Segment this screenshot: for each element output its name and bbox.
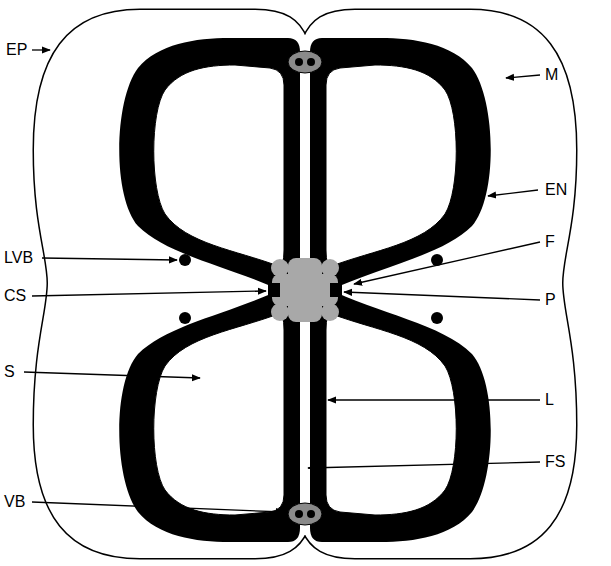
lobe <box>310 287 491 542</box>
part-label: P <box>545 292 556 308</box>
part-label: EN <box>545 182 567 198</box>
part-label: M <box>545 67 558 83</box>
leader-line <box>24 50 540 512</box>
part-label: FS <box>545 454 565 470</box>
part-label: CS <box>4 288 26 304</box>
septum-nub <box>268 283 280 297</box>
vascular-bundle <box>288 51 322 73</box>
lobe <box>119 38 300 293</box>
part-label: F <box>545 234 555 250</box>
lobe <box>310 38 491 293</box>
part-label: LVB <box>4 250 33 266</box>
septum-nub <box>330 283 342 297</box>
part-label: EP <box>6 42 27 58</box>
vascular-bundle <box>288 503 322 525</box>
epidermis <box>36 12 574 556</box>
part-label: L <box>545 392 554 408</box>
connective <box>271 258 339 322</box>
part-label: VB <box>4 494 25 510</box>
lateral-bundle <box>179 254 443 324</box>
lobe <box>119 287 300 542</box>
part-label: S <box>4 364 15 380</box>
